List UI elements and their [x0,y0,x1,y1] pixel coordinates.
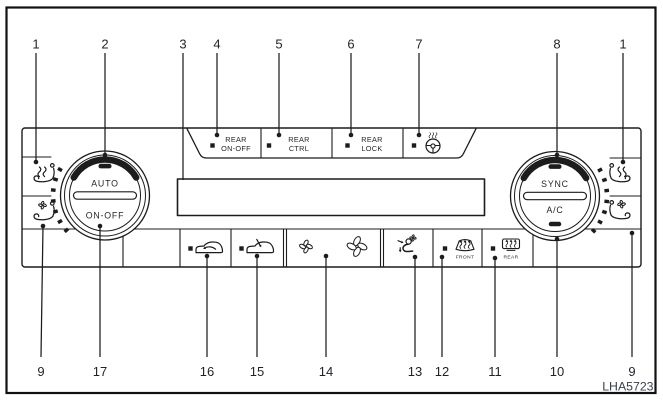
airflow-mode-icon [397,234,417,253]
indicator-square [239,246,244,251]
sync-indicator-bar [548,164,562,169]
dial-top-arc [520,156,590,182]
rear-ctrl-label-line1: REAR [288,135,309,144]
ac-indicator-bar [548,221,562,227]
rear-lock-label-line2: LOCK [361,144,382,153]
callout-number: 11 [488,364,502,379]
callout-number: 9 [628,364,635,379]
rear-lock-label-line1: REAR [361,135,382,144]
callout-number: 17 [93,364,107,379]
right-temperature-dial: SYNC A/C [509,150,610,242]
control-panel: REAR ON-OFF REAR CTRL REAR LOCK [21,127,642,268]
fresh-air-button [239,238,275,254]
callout-number: 16 [200,364,214,379]
rear-lock-button: REAR LOCK [345,135,382,153]
indicator-square [345,143,350,148]
rear-onoff-button: REAR ON-OFF [210,135,251,153]
callout-number: 4 [213,37,220,52]
indicator-square [411,143,417,148]
indicator-square [490,246,496,251]
rear-defroster-button: REAR [490,238,521,261]
rear-onoff-label-line1: REAR [225,135,246,144]
rear-defroster-label: REAR [504,255,519,261]
dial-grip-slot [522,191,588,201]
callout-number: 1 [619,37,626,52]
air-recirculation-icon [195,241,224,254]
callout-number: 3 [179,37,186,52]
callout-number: 9 [37,364,44,379]
indicator-square [210,143,215,148]
rear-ctrl-label-line2: CTRL [289,144,309,153]
indicator-square [188,246,193,251]
figure-code: LHA5723 [602,380,653,394]
front-defroster-icon [455,239,475,252]
auto-indicator-bar [98,163,112,169]
fresh-air-intake-icon [246,238,275,254]
callout-number: 5 [275,37,282,52]
callout-number: 15 [250,364,264,379]
callout-number: 12 [435,364,449,379]
left-temperature-dial: AUTO ON-OFF [50,150,151,241]
callout-number: 10 [550,364,564,379]
indicator-square [266,143,272,148]
sync-label: SYNC [541,179,569,189]
ac-label: A/C [546,205,563,215]
right-seat-cell-lines [609,157,642,197]
auto-label: AUTO [91,179,118,189]
callout-numbers-top: 1 2 3 4 5 6 7 8 1 [32,37,626,52]
recirculation-button [188,241,224,254]
dial-grip-slot [72,191,138,200]
steering-wheel-heat-button [411,132,441,154]
front-defroster-button: FRONT [442,239,475,261]
air-mode-button [397,234,417,253]
callout-number: 7 [415,37,422,52]
steering-wheel-heat-icon [425,132,441,154]
callout-number: 13 [408,364,422,379]
onoff-label: ON-OFF [86,211,125,221]
right-dial-tick-marks [590,167,610,234]
rear-control-button-group: REAR ON-OFF REAR CTRL REAR LOCK [186,128,477,159]
rear-onoff-label-line2: ON-OFF [221,144,251,153]
callout-number: 8 [553,37,560,52]
front-defroster-label: FRONT [456,255,475,261]
callout-number: 14 [319,364,333,379]
indicator-square [442,246,448,251]
rear-ctrl-button: REAR CTRL [266,135,309,153]
callout-leader-lines [33,53,635,358]
dial-top-arc [70,156,140,181]
callout-numbers-bottom: 9 17 16 15 14 13 12 11 10 9 [37,364,635,379]
callout-number: 2 [101,37,108,52]
display-screen [176,178,486,217]
callout-number: 6 [347,37,354,52]
callout-number: 1 [32,37,39,52]
rear-defroster-icon [501,238,521,251]
